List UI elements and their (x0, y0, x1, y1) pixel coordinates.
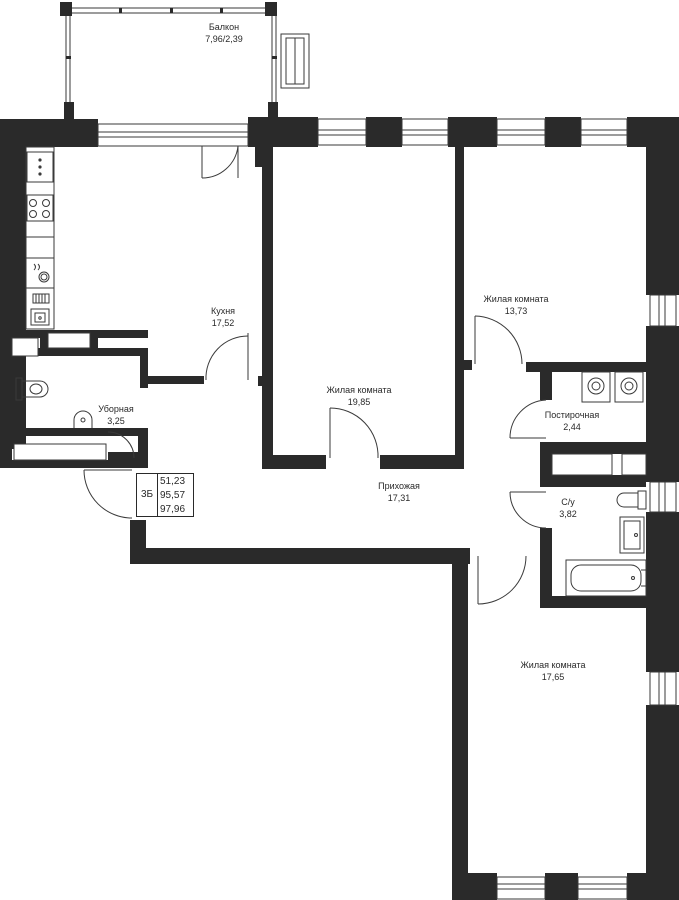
toilet-fixtures (15, 377, 93, 428)
room-area: 19,85 (347, 397, 371, 407)
room-area: 3,82 (559, 509, 577, 519)
room-area: 13,73 (504, 306, 528, 316)
kitchen-hood (38, 158, 42, 176)
room-area: 3,25 (107, 416, 125, 426)
stove (29, 199, 50, 218)
living-area-value: 51,23 (160, 476, 186, 487)
kitchen-counter (25, 146, 55, 330)
apartment-info-box: 3Б 51,23 95,57 97,96 (136, 473, 194, 517)
apartment-type: 3Б (137, 474, 158, 516)
room-name: Жилая комната (326, 385, 392, 395)
room-area: 17,52 (211, 318, 235, 328)
room-label-toilet: Уборная 3,25 (98, 403, 134, 427)
room-label-living-room-3: Жилая комната 17,65 (520, 659, 585, 683)
room-area: 2,44 (563, 422, 581, 432)
room-area: 7,96/2,39 (205, 34, 243, 44)
room-label-balcony: Балкон 7,96/2,39 (205, 21, 243, 45)
room-area: 17,65 (541, 672, 565, 682)
total-area-value: 95,57 (160, 490, 186, 501)
room-label-hallway: Прихожая 17,31 (378, 480, 420, 504)
room-name: Прихожая (378, 481, 420, 491)
doors (83, 145, 547, 605)
balcony-posts (60, 2, 278, 124)
room-name: Жилая комната (520, 660, 586, 670)
total-area-with-balcony-value: 97,96 (160, 504, 186, 515)
storage-niches (551, 453, 647, 476)
bathroom-fixtures (565, 490, 647, 597)
room-label-living-room-2: Жилая комната 13,73 (483, 293, 548, 317)
windows (97, 118, 677, 900)
room-name: Жилая комната (483, 294, 549, 304)
room-label-living-room-1: Жилая комната 19,85 (326, 384, 391, 408)
oven (32, 293, 50, 304)
balcony-dryer-rack (280, 33, 310, 89)
washing-machines (581, 371, 644, 403)
dishwasher (33, 263, 50, 283)
room-name: Постирочная (544, 410, 600, 420)
room-area: 17,31 (387, 493, 411, 503)
walls (0, 117, 679, 900)
kitchen-sink (30, 308, 50, 326)
room-name: Балкон (208, 22, 240, 32)
room-name: С/у (561, 497, 575, 507)
toilet-niches (11, 332, 107, 461)
room-label-laundry: Постирочная 2,44 (545, 409, 599, 433)
balcony-structure (65, 7, 277, 102)
room-label-kitchen: Кухня 17,52 (211, 305, 235, 329)
room-label-bathroom: С/у 3,82 (559, 496, 577, 520)
room-name: Уборная (98, 404, 134, 414)
room-name: Кухня (210, 306, 236, 316)
